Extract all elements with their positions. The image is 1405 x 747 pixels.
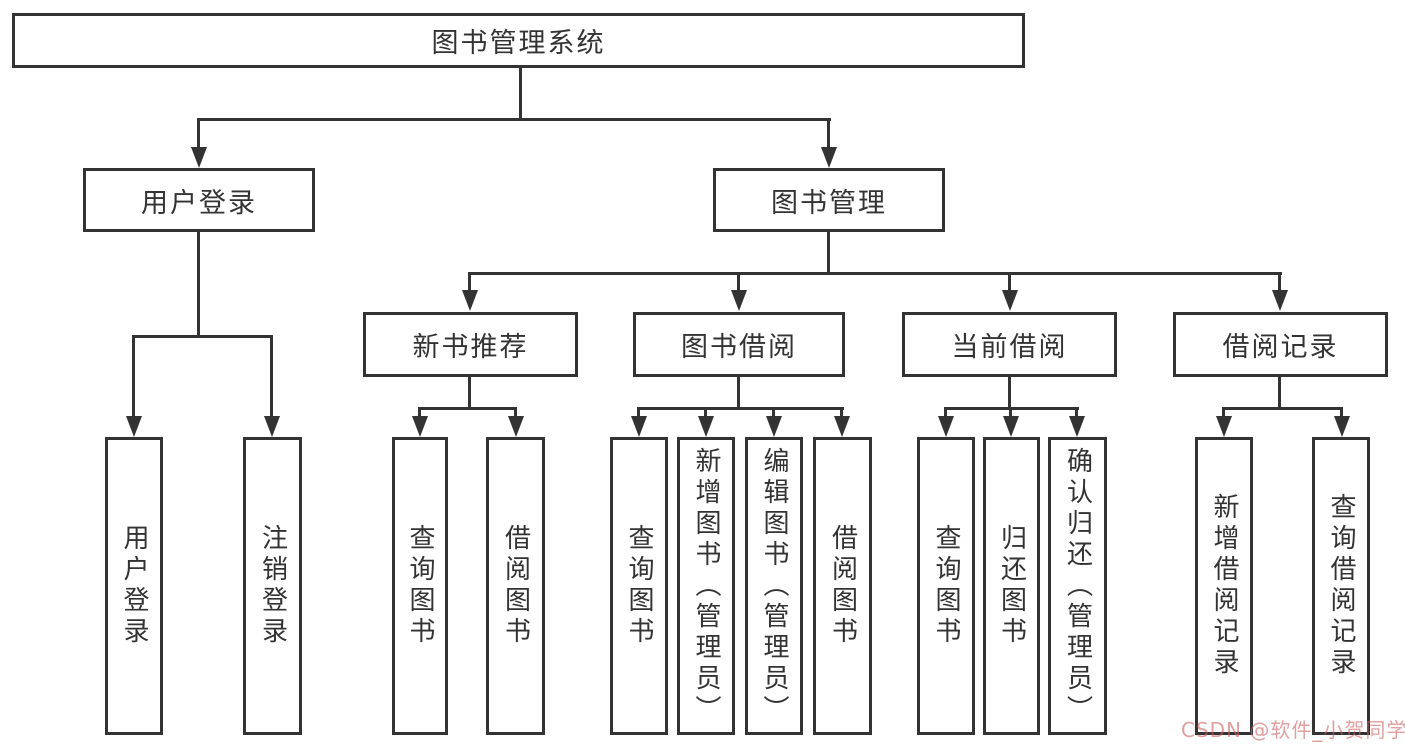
connector-shaft [514, 407, 517, 419]
node-current-borrow: 当前借阅 [902, 312, 1117, 377]
leaf-query-book-current: 查询图书 [917, 437, 975, 735]
leaf-return-book-label: 归还图书 [996, 524, 1027, 648]
arrow-down-icon [1334, 416, 1350, 437]
connector-userlogin-shaft [197, 118, 200, 150]
connector-shaft [840, 407, 843, 419]
connector-shaft [132, 335, 135, 419]
leaf-query-book-borrow: 查询图书 [610, 437, 668, 735]
node-book-borrow-label: 图书借阅 [681, 332, 797, 363]
connector-shaft [1222, 407, 1225, 419]
connector-bookmgmt-hbar [468, 272, 1282, 275]
arrow-down-icon [1002, 290, 1018, 311]
leaf-user-login-label: 用户登录 [119, 524, 149, 648]
connector-shaft [637, 407, 640, 419]
connector-shaft [1009, 407, 1012, 419]
leaf-add-book-label: 新增图书（管理员） [691, 446, 721, 726]
arrow-down-icon [412, 416, 428, 437]
arrow-down-icon [1216, 416, 1232, 437]
node-new-book-rec: 新书推荐 [363, 312, 578, 377]
connector-newbookrec-hbar [418, 407, 517, 410]
connector-bookmgmt-stub [827, 232, 830, 275]
arrow-down-icon [938, 416, 954, 437]
connector-shaft [1278, 272, 1281, 294]
connector-shaft [1008, 272, 1011, 294]
node-user-login-label: 用户登录 [141, 187, 257, 219]
connector-shaft [737, 272, 740, 294]
connector-borrowrecord-stub [1278, 377, 1281, 410]
connector-shaft [418, 407, 421, 419]
node-book-borrow: 图书借阅 [633, 312, 845, 377]
leaf-query-record: 查询借阅记录 [1312, 437, 1370, 735]
leaf-add-record: 新增借阅记录 [1195, 437, 1253, 735]
leaf-confirm-return-label: 确认归还（管理员） [1062, 446, 1093, 726]
node-current-borrow-label: 当前借阅 [951, 332, 1068, 363]
leaf-borrow-book-borrow-label: 借阅图书 [827, 524, 858, 648]
leaf-edit-book-label: 编辑图书（管理员） [759, 446, 789, 726]
leaf-add-record-label: 新增借阅记录 [1209, 493, 1239, 679]
leaf-query-book-current-label: 查询图书 [931, 524, 961, 648]
arrow-down-icon [698, 416, 714, 437]
connector-root-hbar [197, 118, 831, 121]
leaf-user-login: 用户登录 [105, 437, 163, 735]
connector-shaft [270, 335, 273, 419]
arrow-down-icon [731, 290, 747, 311]
connector-bookborrow-hbar [637, 407, 844, 410]
connector-newbookrec-stub [468, 377, 471, 410]
connector-shaft [772, 407, 775, 419]
arrow-down-icon [1003, 416, 1019, 437]
connector-currentborrow-stub [1008, 377, 1011, 410]
arrow-down-icon [191, 147, 207, 168]
connector-shaft [468, 272, 471, 294]
arrow-down-icon [462, 290, 478, 311]
connector-userlogin-hbar [132, 335, 273, 338]
connector-bookmgmt-shaft [827, 118, 830, 150]
leaf-edit-book: 编辑图书（管理员） [745, 437, 803, 735]
arrow-down-icon [264, 416, 280, 437]
node-root-label: 图书管理系统 [431, 28, 606, 59]
arrow-down-icon [821, 147, 837, 168]
arrow-down-icon [1069, 416, 1085, 437]
arrow-down-icon [126, 416, 142, 437]
arrow-down-icon [1272, 290, 1288, 311]
node-book-mgmt-label: 图书管理 [771, 187, 887, 219]
arrow-down-icon [631, 416, 647, 437]
arrow-down-icon [766, 416, 782, 437]
leaf-query-book-rec: 查询图书 [392, 437, 448, 735]
node-borrow-record: 借阅记录 [1173, 312, 1388, 377]
connector-bookborrow-stub [737, 377, 740, 410]
leaf-query-record-label: 查询借阅记录 [1326, 493, 1356, 679]
leaf-logout-label: 注销登录 [257, 524, 288, 648]
leaf-add-book: 新增图书（管理员） [677, 437, 735, 735]
connector-borrowrecord-hbar [1222, 407, 1343, 410]
node-new-book-rec-label: 新书推荐 [412, 332, 529, 363]
leaf-confirm-return: 确认归还（管理员） [1048, 437, 1107, 735]
connector-shaft [1075, 407, 1078, 419]
leaf-borrow-book-rec: 借阅图书 [486, 437, 545, 735]
watermark: CSDN @软件_小贺同学 [1181, 718, 1405, 742]
connector-shaft [944, 407, 947, 419]
node-borrow-record-label: 借阅记录 [1222, 332, 1339, 363]
arrow-down-icon [508, 416, 524, 437]
node-root: 图书管理系统 [12, 13, 1025, 68]
node-user-login: 用户登录 [83, 168, 315, 232]
leaf-query-book-borrow-label: 查询图书 [624, 524, 654, 648]
connector-shaft [1340, 407, 1343, 419]
leaf-borrow-book-borrow: 借阅图书 [813, 437, 872, 735]
connector-userlogin-stub [197, 232, 200, 338]
leaf-return-book: 归还图书 [983, 437, 1040, 735]
leaf-borrow-book-rec-label: 借阅图书 [500, 524, 531, 648]
node-book-mgmt: 图书管理 [713, 168, 945, 232]
leaf-query-book-rec-label: 查询图书 [405, 524, 435, 648]
connector-root-stub [519, 68, 522, 121]
arrow-down-icon [834, 416, 850, 437]
connector-shaft [704, 407, 707, 419]
leaf-logout: 注销登录 [243, 437, 302, 735]
